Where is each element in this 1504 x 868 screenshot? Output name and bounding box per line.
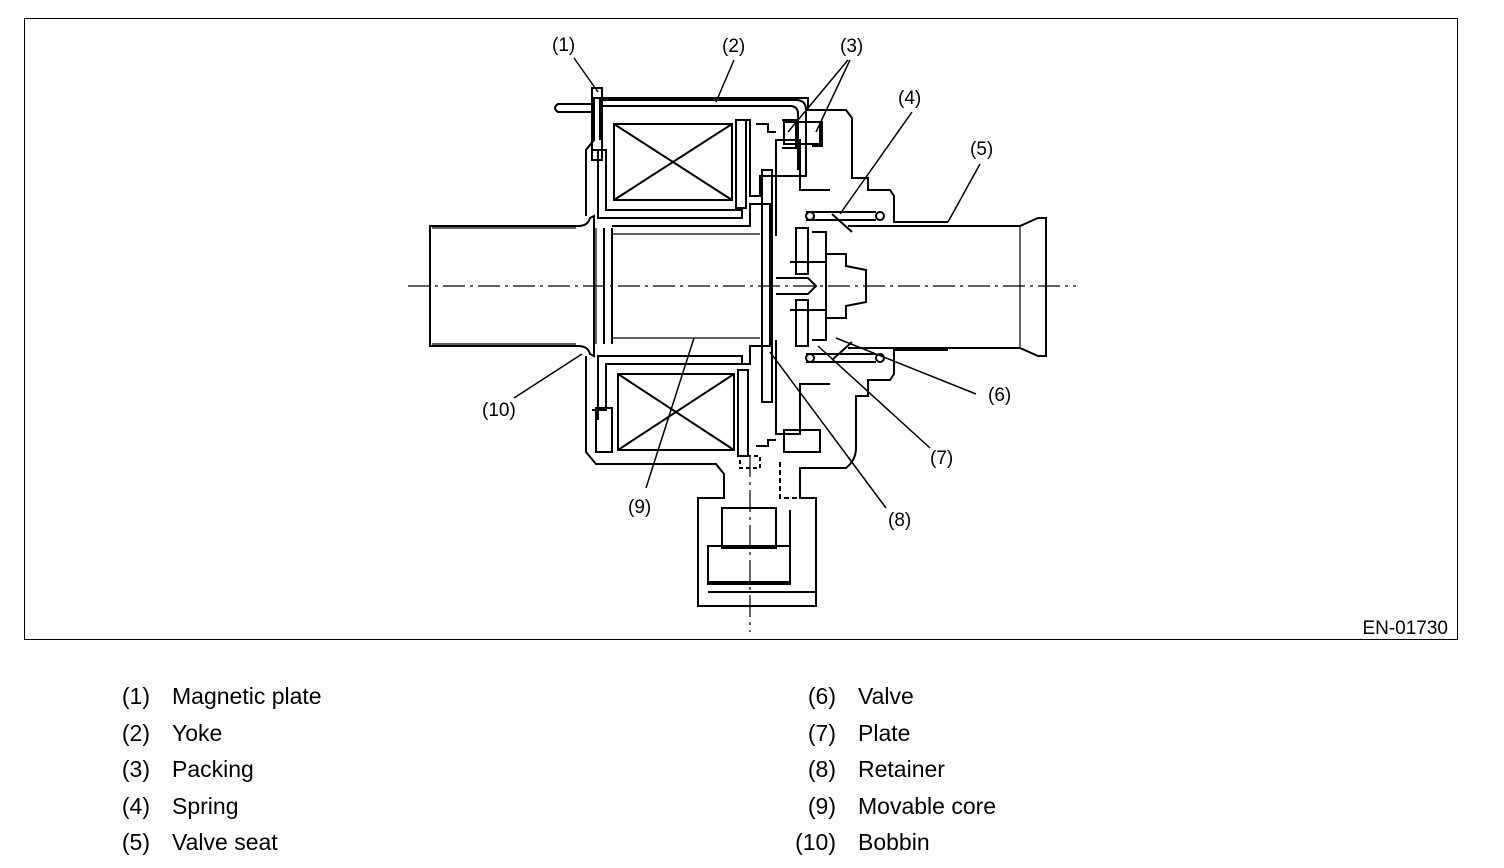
callout-6: (6) xyxy=(988,385,1011,406)
callout-2: (2) xyxy=(722,36,745,57)
legend-number: (2) xyxy=(121,719,150,746)
packing xyxy=(739,119,823,469)
callout-8: (8) xyxy=(888,510,911,531)
legend-item: (6) Valve xyxy=(778,678,1198,715)
callout-7: (7) xyxy=(930,448,953,469)
legend-item: (9) Movable core xyxy=(778,788,1198,825)
legend-number: (9) xyxy=(807,792,836,819)
legend-number: (8) xyxy=(807,756,836,782)
legend-item: (4) Spring xyxy=(92,788,512,825)
parts-legend: (1) Magnetic plate (2) Yoke (3) Packing … xyxy=(0,678,1504,863)
legend-item: (5) Valve seat xyxy=(92,824,512,861)
legend-item: (10) Bobbin xyxy=(778,824,1198,861)
legend-number: (10) xyxy=(795,829,836,855)
legend-label: Valve xyxy=(858,683,914,709)
inlet-pipe xyxy=(429,214,613,358)
legend-column-right: (6) Valve (7) Plate (8) Retainer (9) Mov… xyxy=(778,678,1198,861)
callout-3: (3) xyxy=(840,36,863,57)
figure-code: EN-01730 xyxy=(1362,618,1448,639)
legend-number: (1) xyxy=(121,683,150,709)
legend-item: (8) Retainer xyxy=(778,751,1198,788)
connector xyxy=(707,462,816,593)
legend-label: Movable core xyxy=(858,792,997,819)
callout-labels: (1) (2) (3) (4) (5) (6) (7) (8) (9) (10) xyxy=(482,35,1011,531)
callout-1: (1) xyxy=(552,35,575,56)
legend-label: Retainer xyxy=(858,756,945,782)
movable-core xyxy=(612,169,818,403)
upper-coil xyxy=(613,119,747,209)
legend-label: Yoke xyxy=(172,719,223,746)
lower-coil xyxy=(595,369,749,457)
legend-label: Magnetic plate xyxy=(172,683,322,709)
legend-item: (3) Packing xyxy=(92,751,512,788)
callout-4: (4) xyxy=(898,88,921,109)
legend-label: Bobbin xyxy=(858,829,930,855)
callout-5: (5) xyxy=(970,139,993,160)
legend-item: (2) Yoke xyxy=(92,715,512,752)
valve xyxy=(790,227,867,347)
yoke xyxy=(600,99,807,197)
spring xyxy=(805,211,885,363)
legend-item: (7) Plate xyxy=(778,715,1198,752)
legend-number: (4) xyxy=(121,792,150,819)
callout-9: (9) xyxy=(628,497,651,518)
figure-frame xyxy=(24,18,1458,640)
legend-item: (1) Magnetic plate xyxy=(92,678,512,715)
retainer xyxy=(775,121,830,453)
legend-number: (3) xyxy=(121,756,150,782)
legend-label: Packing xyxy=(172,756,254,782)
legend-label: Plate xyxy=(858,719,911,746)
valve-seat xyxy=(831,213,1047,361)
callout-10: (10) xyxy=(482,400,516,421)
legend-column-left: (1) Magnetic plate (2) Yoke (3) Packing … xyxy=(92,678,512,861)
legend-label: Spring xyxy=(172,792,239,819)
leader-lines xyxy=(513,57,981,509)
legend-number: (7) xyxy=(807,719,836,746)
legend-number: (5) xyxy=(121,829,150,855)
legend-label: Valve seat xyxy=(172,829,278,855)
legend-number: (6) xyxy=(807,683,836,709)
